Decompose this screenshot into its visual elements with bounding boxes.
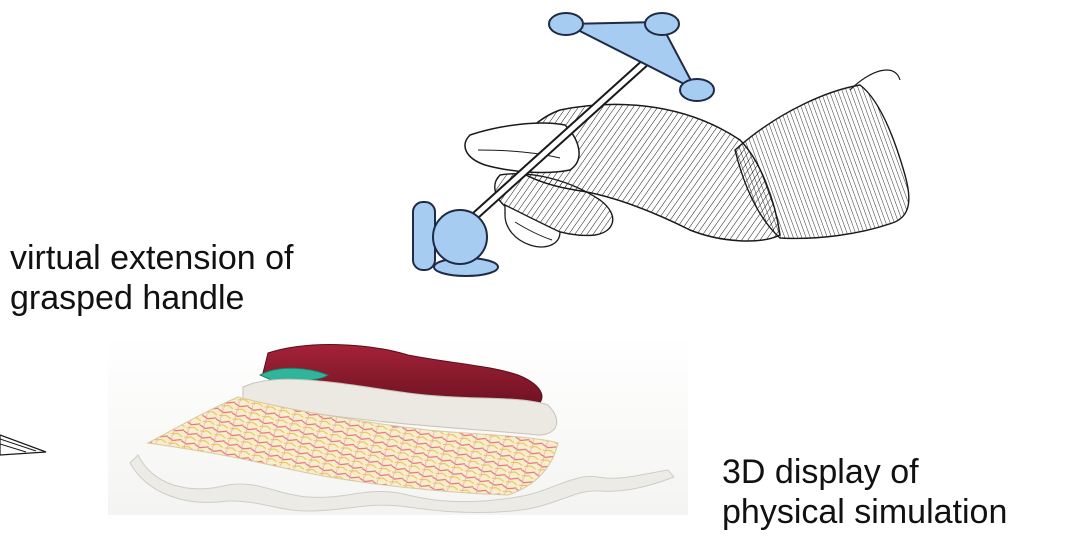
tracker-ball-top <box>645 13 679 35</box>
tool-disc-vertical <box>413 202 435 270</box>
tool-sphere <box>433 210 487 264</box>
index-finger-shape <box>465 123 579 172</box>
organ-simulation-image <box>108 335 688 515</box>
tracker-ball-left <box>549 13 583 35</box>
partial-arrow-icon <box>0 425 50 465</box>
tracker-ball-right <box>680 79 714 101</box>
